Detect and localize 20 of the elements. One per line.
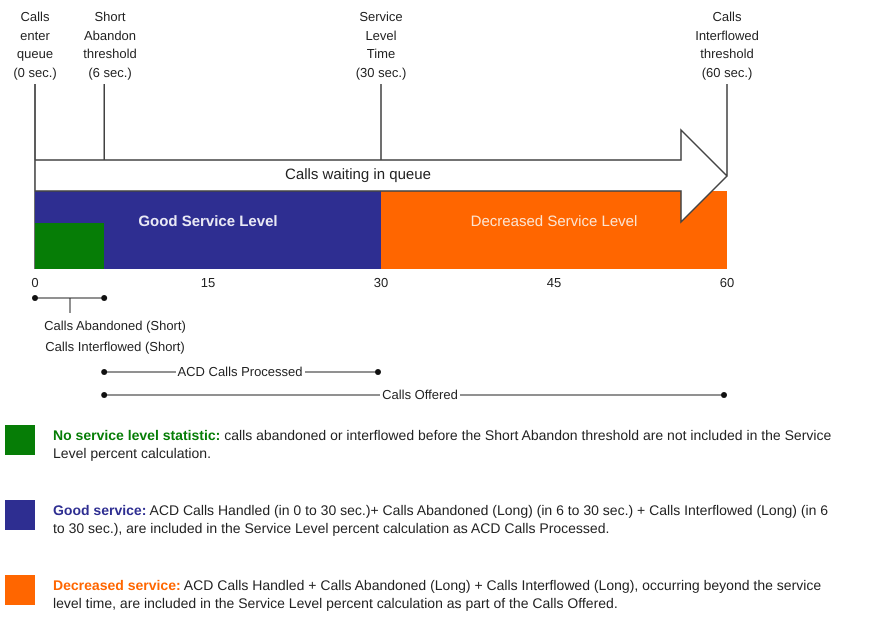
time-marker-label: Calls enter queue (0 sec.) xyxy=(13,8,57,82)
good-service-band xyxy=(35,191,381,269)
band-label: Decreased Service Level xyxy=(470,213,638,230)
axis-tick-label: 60 xyxy=(720,274,734,292)
legend-text: No service level statistic: calls abandoned or interflowed before the Short Abandon threshold are not included in the Service Level percent calculation. xyxy=(53,426,832,462)
axis-tick-label: 45 xyxy=(546,274,562,292)
legend-text: Good service: ACD Calls Handled (in 0 to 30 sec.)+ Calls Abandoned (Long) (in 6 to 30 sec.) + Calls Interflowed (Long) (in 6 to 30 sec.), are included in the Service Level percent calculation as ACD Calls Processed. xyxy=(53,501,830,537)
time-marker-label: Calls Interflowed threshold (60 sec.) xyxy=(695,8,759,82)
range-label: Calls Abandoned (Short) xyxy=(44,317,186,335)
decreased-service-band xyxy=(381,191,727,269)
arrow-label: Calls waiting in queue xyxy=(284,166,432,183)
range-label: Calls Interflowed (Short) xyxy=(45,338,185,356)
axis-tick-label: 30 xyxy=(374,274,388,292)
axis-tick-label: 15 xyxy=(200,274,216,292)
time-marker-label: Short Abandon threshold (6 sec.) xyxy=(83,8,137,82)
time-marker-label: Service Level Time (30 sec.) xyxy=(356,8,406,82)
band-label: Good Service Level xyxy=(137,213,279,230)
legend-text: Decreased service: ACD Calls Handled + Calls Abandoned (Long) + Calls Interflowed (Long), occurring beyond the service level time, are included in the Service Level percent calculation as part of the Calls Offered. xyxy=(53,576,822,612)
no-statistic-block xyxy=(35,223,104,269)
axis-tick-label: 0 xyxy=(31,274,39,292)
